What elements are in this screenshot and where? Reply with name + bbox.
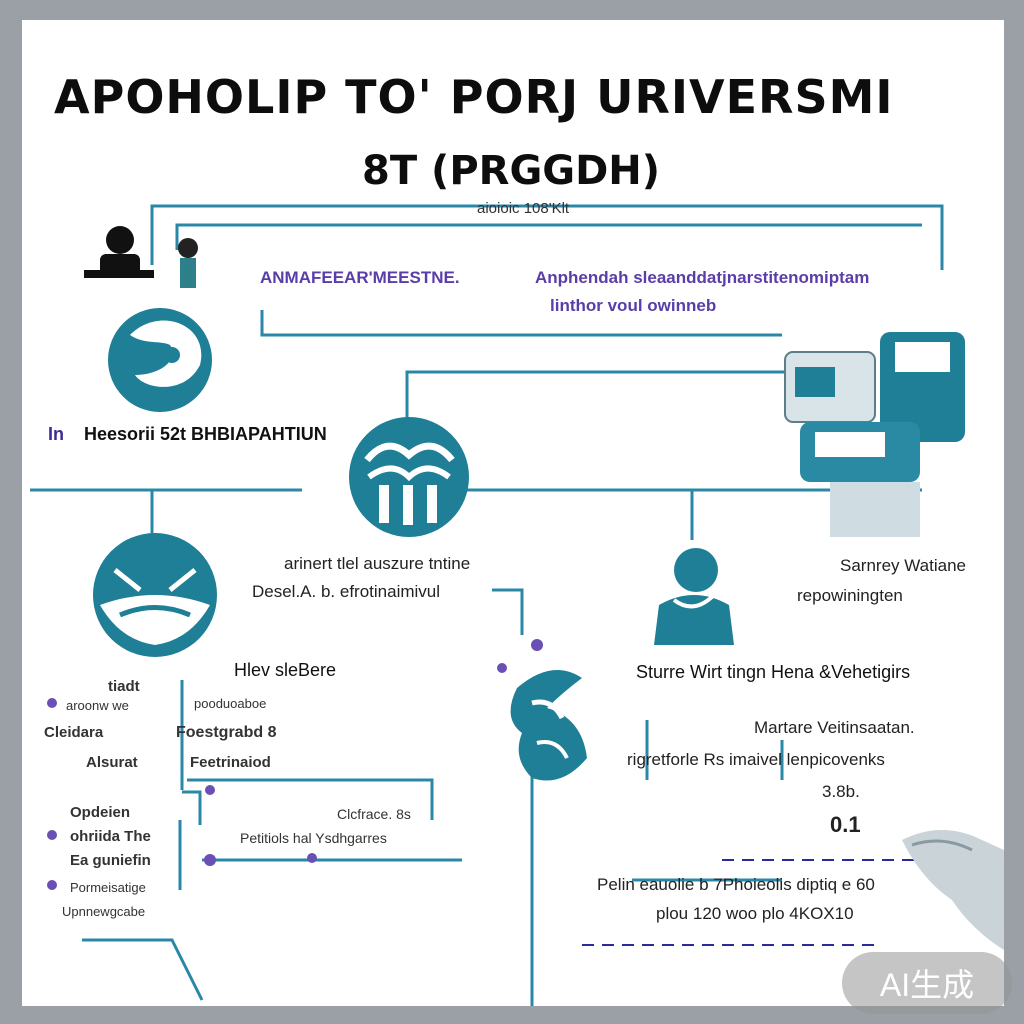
- person-at-desk-icon: [84, 226, 198, 288]
- center-label-2: Desel.A. b. efrotinaimivul: [252, 582, 441, 601]
- globe-face-icon: [93, 533, 217, 657]
- right-block-1: Martare Veitinsaatan.: [754, 718, 915, 737]
- list-a-item-3: Cleidara: [44, 724, 104, 741]
- connector-lines: [30, 204, 952, 1006]
- list-b-item-3: Feetrinaiod: [190, 754, 271, 771]
- machinery-illustration: [784, 332, 965, 537]
- bottom-mid-1: Clcfrace. 8s: [337, 806, 411, 822]
- right-label-2: repowiningten: [797, 586, 903, 605]
- ai-generated-badge: AI生成: [842, 952, 1012, 1014]
- person-icon: [654, 548, 734, 645]
- top-left-label: ANMAFEEAR'MEESTNE.: [260, 268, 460, 287]
- diagram-canvas: APOHOLIP TO' PORJ URIVERSMI 8T (PRGGDH) …: [22, 20, 1004, 1006]
- hand-illustration: [902, 830, 1004, 950]
- list-a-item-4: Alsurat: [86, 754, 138, 771]
- left-label: Heesorii 52t BHBIAPAHTIUN: [84, 424, 327, 444]
- page-title: APOHOLIP TO' PORJ URIVERSMI: [54, 70, 894, 124]
- right-block-2: rigretforle Rs imaivel lenpicovenks: [627, 750, 885, 769]
- list-a-item-2: aroonw we: [66, 698, 129, 713]
- fish-emblem-icon: [108, 308, 212, 412]
- mid-left-label: Hlev sleBere: [234, 660, 337, 680]
- right-small-1: 3.8b.: [822, 782, 860, 801]
- swirl-figure-icon: [510, 670, 587, 781]
- bottom-left-item-2: ohriida The: [70, 828, 151, 845]
- bottom-left-item-5: Upnnewgcabe: [62, 904, 146, 919]
- list-b-item-1: pooduoaboe: [194, 696, 267, 711]
- left-label-prefix: In: [48, 424, 64, 444]
- list-a-item-1: tiadt: [108, 678, 140, 695]
- mid-right-label: Sturre Wirt tingn Hena &Vehetigirs: [636, 662, 911, 682]
- bottom-mid-2: Petitiols hal Ysdhgarres: [240, 830, 387, 846]
- right-small-2: 0.1: [830, 812, 861, 837]
- central-hub-icon: [349, 417, 469, 537]
- bottom-left-item-1: Opdeien: [70, 804, 131, 821]
- tagline: aioioic 108'Klt: [477, 200, 570, 217]
- top-right-label-1: Anphendah sleaanddatjnarstitenomiptam: [535, 268, 870, 287]
- center-label-1: arinert tlel auszure tntine: [284, 554, 471, 573]
- list-b-item-2: Foestgrabd 8: [176, 724, 277, 741]
- bottom-right-1: Pelin eauolie b 7Phoieolis diptiq e 60: [597, 875, 875, 894]
- bottom-right-2: plou 120 woo plo 4KOX10: [656, 904, 854, 923]
- bottom-left-item-3: Ea guniefin: [70, 852, 151, 869]
- bottom-left-item-4: Pormeisatige: [70, 880, 146, 895]
- top-right-label-2: linthor voul owinneb: [550, 296, 717, 315]
- page-subtitle: 8T (PRGGDH): [362, 148, 661, 194]
- right-label-1: Sarnrey Watiane: [840, 556, 966, 575]
